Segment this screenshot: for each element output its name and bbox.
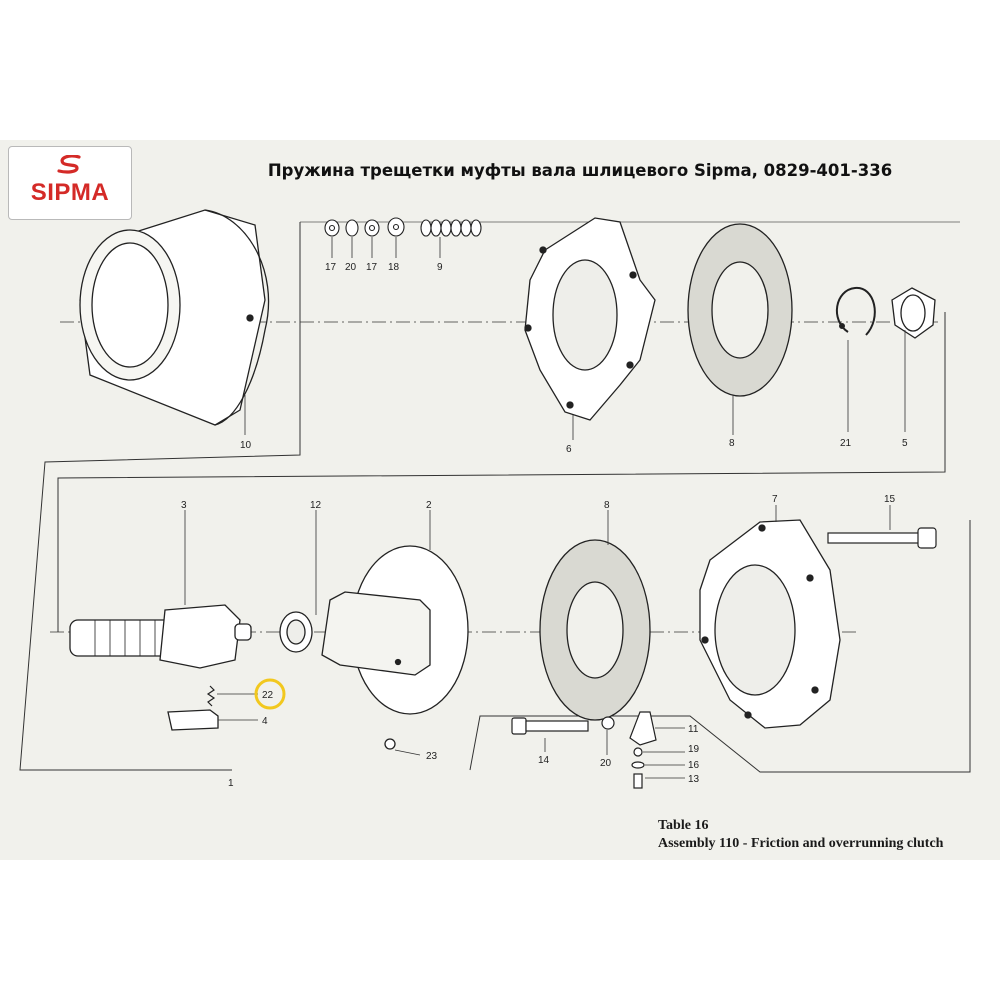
label-part-18: 18 bbox=[388, 262, 400, 273]
table-caption: Table 16 bbox=[658, 818, 709, 833]
part-4-key bbox=[167, 709, 219, 731]
label-part-12: 12 bbox=[310, 500, 322, 511]
logo-text: SIPMA bbox=[30, 179, 110, 206]
label-part-9: 9 bbox=[437, 262, 443, 273]
part-15-bolt bbox=[827, 527, 937, 549]
label-part-8b: 8 bbox=[604, 500, 610, 511]
label-part-23: 23 bbox=[426, 751, 438, 762]
label-part-20a: 20 bbox=[345, 262, 357, 273]
label-part-8a: 8 bbox=[729, 438, 735, 449]
frame-line-lower-right bbox=[469, 520, 971, 773]
label-part-5: 5 bbox=[902, 438, 908, 449]
part-10-housing bbox=[79, 209, 270, 426]
brand-logo: SIPMA bbox=[8, 146, 132, 220]
logo-s-mark bbox=[57, 155, 81, 174]
label-part-17b: 17 bbox=[366, 262, 378, 273]
label-part-14: 14 bbox=[538, 755, 550, 766]
washers-row bbox=[324, 217, 482, 237]
part-8-friction-disc-bottom bbox=[539, 539, 651, 721]
part-2-hub bbox=[321, 545, 469, 750]
label-part-21: 21 bbox=[840, 438, 852, 449]
label-part-22: 22 bbox=[262, 690, 274, 701]
highlight-ring bbox=[254, 678, 286, 710]
label-part-17a: 17 bbox=[325, 262, 337, 273]
part-5-ring bbox=[891, 287, 936, 339]
frame-line-left bbox=[19, 222, 301, 771]
label-part-10: 10 bbox=[240, 440, 252, 451]
label-part-15: 15 bbox=[884, 494, 896, 505]
part-3-shaft bbox=[69, 604, 252, 669]
label-part-1: 1 bbox=[228, 778, 234, 789]
part-14-bolt bbox=[511, 717, 589, 735]
label-part-20b: 20 bbox=[600, 758, 612, 769]
part-12-bushing bbox=[279, 611, 313, 653]
label-part-13: 13 bbox=[688, 774, 700, 785]
part-6-flange bbox=[524, 217, 656, 421]
assembly-caption: Assembly 110 - Friction and overrunning … bbox=[658, 836, 944, 851]
frame-line-right bbox=[57, 312, 946, 632]
part-8-friction-disc-top bbox=[687, 223, 793, 397]
leader-lines bbox=[184, 237, 906, 779]
label-part-4: 4 bbox=[262, 716, 268, 727]
label-part-19: 19 bbox=[688, 744, 700, 755]
label-part-16: 16 bbox=[688, 760, 700, 771]
label-part-2: 2 bbox=[426, 500, 432, 511]
label-part-7: 7 bbox=[772, 494, 778, 505]
label-part-3: 3 bbox=[181, 500, 187, 511]
label-part-11: 11 bbox=[688, 724, 699, 735]
part-22-spring bbox=[206, 685, 216, 707]
page-title: Пружина трещетки муфты вала шлицевого Si… bbox=[267, 161, 893, 180]
small-parts-group bbox=[601, 711, 657, 789]
part-7-flange-housing bbox=[699, 519, 841, 729]
part-21-circlip bbox=[835, 286, 876, 336]
label-part-6: 6 bbox=[566, 444, 572, 455]
